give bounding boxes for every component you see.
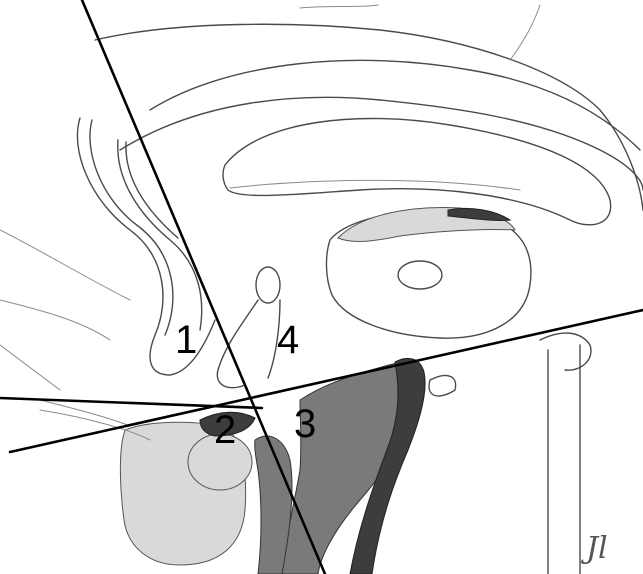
brainstem <box>282 333 591 574</box>
thalamus <box>326 207 530 338</box>
pituitary-area <box>217 267 280 388</box>
region-label-4: 4 <box>277 318 299 362</box>
artist-signature: Jl <box>580 531 608 566</box>
sinus-region <box>40 400 292 574</box>
region-label-3: 3 <box>294 402 316 446</box>
region-label-1: 1 <box>175 318 197 362</box>
region-label-2: 2 <box>214 408 236 452</box>
